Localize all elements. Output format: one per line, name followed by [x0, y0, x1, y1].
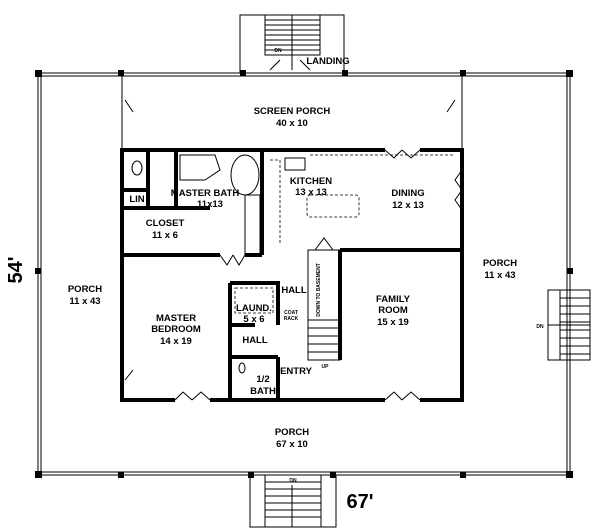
interior-walls [124, 152, 462, 400]
stairs-up-label: UP [322, 364, 330, 370]
porch-right-size: 11 x 43 [484, 270, 515, 281]
laundry-size: 5 x 6 [243, 314, 264, 325]
landing-stairs [239, 14, 345, 74]
screen-porch-size: 40 x 10 [276, 118, 308, 129]
kitchen-label: KITCHEN [290, 176, 332, 187]
dining-label: DINING [391, 188, 424, 199]
master-bedroom-label-1: MASTER [156, 313, 196, 324]
hall-lower-label: HALL [242, 335, 268, 346]
entry-label: ENTRY [280, 366, 313, 377]
porch-right-label: PORCH [483, 258, 517, 269]
hall-upper-label: HALL [281, 285, 307, 296]
half-bath-label-1: 1/2 [256, 374, 269, 385]
kitchen-size: 13 x 13 [295, 187, 327, 198]
doors [124, 59, 463, 401]
porch-front-size: 67 x 10 [276, 439, 308, 450]
screen-porch-label: SCREEN PORCH [254, 106, 331, 117]
front-porch-stairs [249, 474, 337, 528]
linen-label: LIN [129, 194, 144, 205]
family-room-label-1: FAMILY [376, 294, 411, 305]
half-bath-label-2: BATH [250, 386, 276, 397]
porch-front-label: PORCH [275, 427, 309, 438]
stairs-down-label: DOWN TO BASEMENT [316, 263, 322, 317]
dining-size: 12 x 13 [392, 200, 424, 211]
fixtures [131, 154, 455, 374]
width-dimension: 67' [346, 491, 373, 513]
family-room-size: 15 x 19 [377, 317, 409, 328]
exterior-walls [120, 148, 464, 402]
family-room-label-2: ROOM [378, 305, 408, 316]
porch-left-label: PORCH [68, 284, 102, 295]
master-bath-label: MASTER BATH [171, 188, 240, 199]
right-porch-dn-label: DN [536, 324, 544, 330]
master-bath-size: 11x13 [197, 199, 223, 210]
front-porch-dn-label: DN [289, 478, 297, 484]
coat-rack-label-2: RACK [284, 316, 299, 322]
closet-label: CLOSET [146, 218, 185, 229]
right-porch-stairs [547, 289, 591, 361]
landing-dn-label: DN [274, 48, 282, 54]
laundry-label: LAUND. [236, 303, 272, 314]
coat-rack-label-1: COAT [284, 310, 298, 316]
closet-size: 11 x 6 [152, 230, 178, 241]
landing-label: LANDING [306, 56, 349, 67]
master-bedroom-size: 14 x 19 [160, 336, 192, 347]
depth-dimension: 54' [5, 256, 27, 283]
porch-left-size: 11 x 43 [69, 296, 100, 307]
master-bedroom-label-2: BEDROOM [151, 324, 201, 335]
